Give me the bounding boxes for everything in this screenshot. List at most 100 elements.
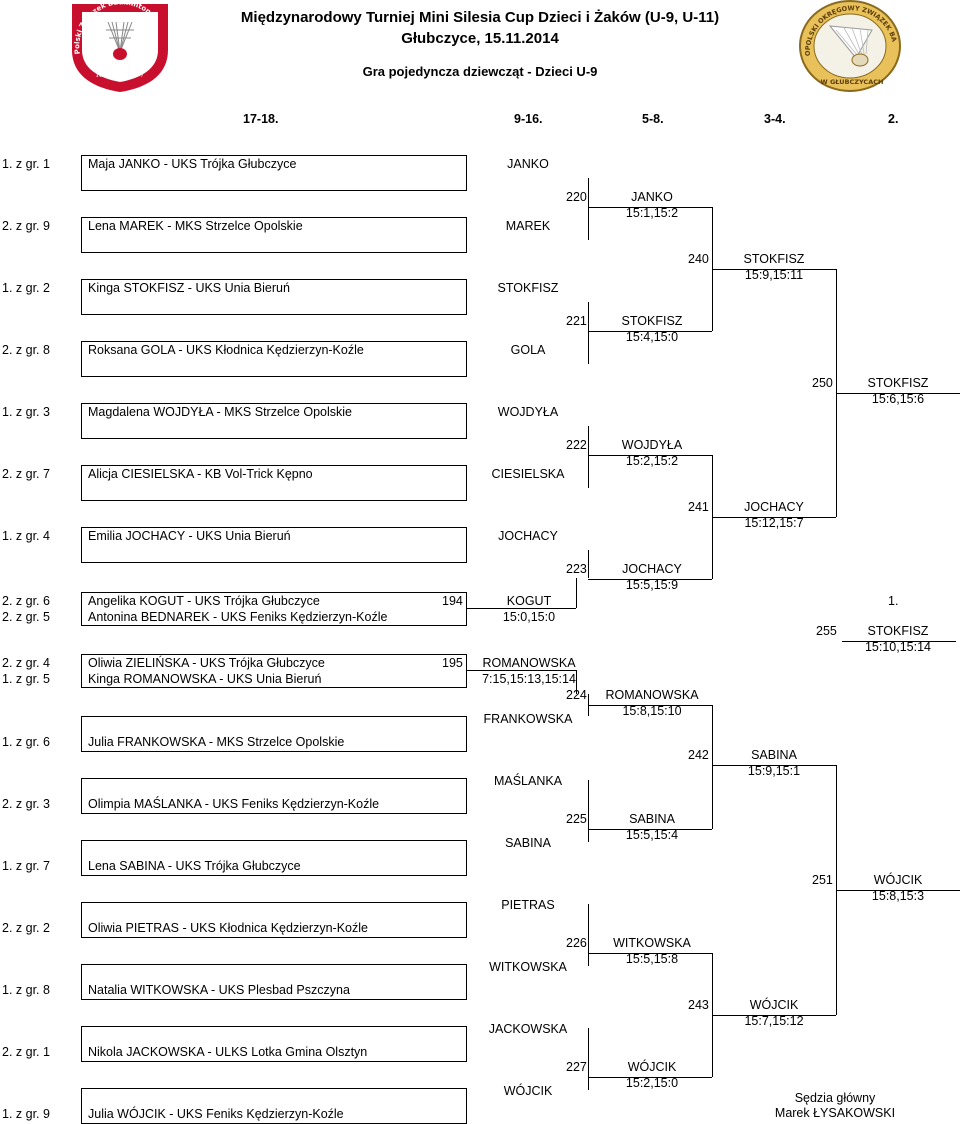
- tournament-place-date: Głubczyce, 15.11.2014: [401, 30, 559, 47]
- semi-line: [836, 890, 960, 891]
- tournament-title: Międzynarodowy Turniej Mini Silesia Cup …: [240, 9, 720, 26]
- player-name: Lena SABINA - UKS Trójka Głubczyce: [88, 859, 301, 873]
- round2-line: [712, 1015, 836, 1016]
- player-seed: 2. z gr. 1: [2, 1045, 50, 1059]
- referee-name: Marek ŁYSAKOWSKI: [774, 1106, 896, 1120]
- round1-winner: WOJDYŁA: [621, 438, 683, 452]
- player-seed: 2. z gr. 3: [2, 797, 50, 811]
- round1-vline: [588, 178, 589, 240]
- referee-label: Sędzia główny: [794, 1091, 876, 1105]
- round2-score: 15:9,15:1: [747, 764, 801, 778]
- player-name: Angelika KOGUT - UKS Trójka Głubczyce: [88, 594, 320, 608]
- round1-match-number: 223: [566, 562, 587, 576]
- prelim-vline: [576, 578, 577, 608]
- player-name-box: [81, 465, 467, 501]
- semi-score: 15:6,15:6: [871, 392, 925, 406]
- player-name-box: [81, 716, 467, 752]
- round2-winner: SABINA: [751, 748, 797, 762]
- semi-winner: STOKFISZ: [867, 376, 929, 390]
- round2-match-number: 241: [688, 500, 709, 514]
- round1-winner: WÓJCIK: [627, 1060, 677, 1074]
- round1-score: 15:5,15:8: [625, 952, 679, 966]
- round2-winner: JOCHACY: [744, 500, 804, 514]
- player-name-box: [81, 403, 467, 439]
- player-name: Kinga ROMANOWSKA - UKS Unia Bieruń: [88, 672, 322, 686]
- semi-line: [836, 393, 960, 394]
- player-name: Lena MAREK - MKS Strzelce Opolskie: [88, 219, 303, 233]
- round1-match-number: 220: [566, 190, 587, 204]
- round1-score: 15:5,15:9: [625, 578, 679, 592]
- prelim-line: [467, 670, 576, 671]
- round1-score: 15:4,15:0: [625, 330, 679, 344]
- round1-line: [588, 207, 712, 208]
- player-name-box: [81, 279, 467, 315]
- prelim-score: 15:0,15:0: [502, 610, 556, 624]
- round1-line: [588, 1077, 712, 1078]
- round1-vline: [588, 302, 589, 364]
- player-short-name: JANKO: [507, 157, 549, 171]
- player-name: Kinga STOKFISZ - UKS Unia Bieruń: [88, 281, 290, 295]
- prelim-match-number: 194: [442, 594, 463, 608]
- oozbad-logo: OPOLSKI OKRĘGOWY ZWIĄZEK BADMINTONA W GŁ…: [793, 0, 904, 92]
- prelim-winner: ROMANOWSKA: [482, 656, 576, 670]
- player-short-name: MAREK: [505, 219, 551, 233]
- pzbad-logo: Polski Związek Badmintona Rok zał. 1977: [66, 0, 174, 92]
- final-score: 15:10,15:14: [864, 640, 932, 654]
- round1-match-number: 226: [566, 936, 587, 950]
- round1-line: [588, 829, 712, 830]
- prelim-vline: [576, 670, 577, 694]
- player-name-box: [81, 840, 467, 876]
- round2-winner: STOKFISZ: [743, 252, 805, 266]
- player-name-box: [81, 902, 467, 938]
- player-name-box: [81, 964, 467, 1000]
- player-seed: 2. z gr. 7: [2, 467, 50, 481]
- round1-line: [588, 705, 712, 706]
- player-name-box: [81, 527, 467, 563]
- player-name-box: [81, 341, 467, 377]
- round1-score: 15:1,15:2: [625, 206, 679, 220]
- player-name: Olimpia MAŚLANKA - UKS Feniks Kędzierzyn…: [88, 797, 380, 811]
- player-name-box: [81, 778, 467, 814]
- round1-line: [588, 579, 712, 580]
- player-short-name: JOCHACY: [498, 529, 558, 543]
- player-name: Emilia JOCHACY - UKS Unia Bieruń: [88, 529, 291, 543]
- round2-match-number: 240: [688, 252, 709, 266]
- player-name: Maja JANKO - UKS Trójka Głubczyce: [88, 157, 297, 171]
- player-short-name: WÓJCIK: [503, 1084, 553, 1098]
- player-name: Alicja CIESIELSKA - KB Vol-Trick Kępno: [88, 467, 313, 481]
- round1-winner: ROMANOWSKA: [605, 688, 699, 702]
- round1-winner: JANKO: [631, 190, 673, 204]
- round1-line: [588, 455, 712, 456]
- player-name: Julia WÓJCIK - UKS Feniks Kędzierzyn-Koź…: [88, 1107, 344, 1121]
- semi-winner: WÓJCIK: [873, 873, 923, 887]
- round2-score: 15:7,15:12: [744, 1014, 804, 1028]
- round2-line: [712, 269, 836, 270]
- round1-score: 15:8,15:10: [622, 704, 682, 718]
- player-short-name: WITKOWSKA: [489, 960, 567, 974]
- right-logo-text-bottom: W GŁUBCZYCACH: [821, 78, 884, 86]
- player-seed: 2. z gr. 9: [2, 219, 50, 233]
- player-short-name: GOLA: [510, 343, 546, 357]
- round2-score: 15:12,15:7: [744, 516, 804, 530]
- place-header-3-4: 3-4.: [764, 112, 786, 126]
- round1-vline: [588, 780, 589, 842]
- round1-vline: [588, 1028, 589, 1090]
- player-seed: 1. z gr. 5: [2, 672, 50, 686]
- round1-score: 15:2,15:0: [625, 1076, 679, 1090]
- round1-match-number: 221: [566, 314, 587, 328]
- round2-vline: [712, 705, 713, 829]
- round1-match-number: 227: [566, 1060, 587, 1074]
- prelim-winner: KOGUT: [506, 594, 552, 608]
- player-seed: 1. z gr. 4: [2, 529, 50, 543]
- round2-line: [712, 765, 836, 766]
- round1-vline: [588, 550, 589, 578]
- event-subtitle: Gra pojedyncza dziewcząt - Dzieci U-9: [362, 64, 598, 79]
- player-short-name: JACKOWSKA: [488, 1022, 568, 1036]
- final-line: [842, 641, 956, 642]
- player-name-box: [81, 155, 467, 191]
- player-name: Nikola JACKOWSKA - ULKS Lotka Gmina Olsz…: [88, 1045, 368, 1059]
- player-name: Roksana GOLA - UKS Kłodnica Kędzierzyn-K…: [88, 343, 364, 357]
- player-name: Oliwia ZIELIŃSKA - UKS Trójka Głubczyce: [88, 656, 325, 670]
- semi-match-number: 251: [812, 873, 833, 887]
- final-match-number: 255: [816, 624, 837, 638]
